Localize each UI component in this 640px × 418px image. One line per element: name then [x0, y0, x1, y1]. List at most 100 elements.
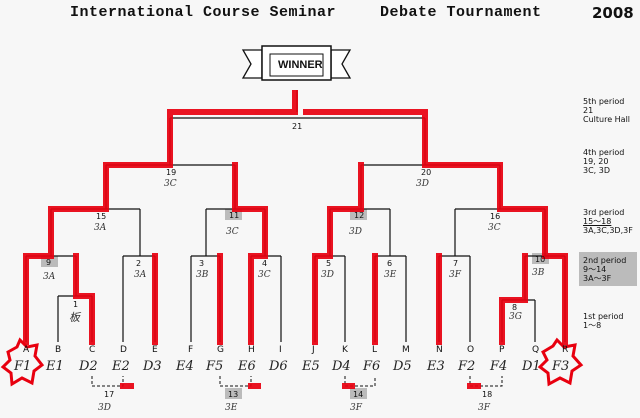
- slot-letter-r: R: [562, 345, 569, 355]
- slot-letter-q: Q: [532, 345, 540, 355]
- slot-letter-a: A: [23, 345, 30, 355]
- match-number-21: 21: [292, 122, 303, 131]
- slot-letter-l: L: [372, 345, 378, 355]
- match-number-11: 11: [229, 211, 240, 220]
- team-slot-r: F3: [552, 359, 570, 374]
- team-slot-c: D2: [79, 359, 98, 374]
- shade-m12: [350, 209, 367, 220]
- slot-letter-g: G: [217, 345, 224, 355]
- slot-letter-i: I: [279, 345, 282, 355]
- note-m14: 3F: [350, 403, 362, 413]
- period-5th-name: 5th period: [583, 97, 625, 106]
- team-slot-d: E2: [112, 359, 130, 374]
- slot-letter-b: B: [55, 345, 62, 355]
- slot-letter-m: M: [402, 345, 410, 355]
- match-number-18: 18: [482, 390, 493, 399]
- period-2nd-name: 2nd period: [583, 256, 627, 265]
- period-4th-rooms: 3C, 3D: [583, 166, 611, 175]
- note-m10: 3B: [532, 268, 545, 278]
- note-m6: 3E: [384, 270, 397, 280]
- period-4th: 4th period 19, 20 3C, 3D: [583, 148, 624, 175]
- match-number-4: 4: [262, 259, 268, 268]
- slot-letter-p: P: [499, 345, 505, 355]
- note-m4: 3C: [258, 270, 271, 280]
- slot-letter-d: D: [120, 345, 127, 355]
- team-slot-f: E4: [176, 359, 194, 374]
- seminar-title: International Course Seminar: [70, 4, 337, 21]
- match-number-2: 2: [136, 259, 142, 268]
- note-m9: 3A: [43, 272, 56, 282]
- note-m16: 3C: [488, 223, 501, 233]
- team-slot-a: F1: [14, 359, 32, 374]
- match-number-3: 3: [199, 259, 205, 268]
- note-m17: 3D: [98, 403, 111, 413]
- shade-m13: [225, 388, 242, 399]
- period-2nd: 2nd period 9～14 3A～3F: [583, 256, 626, 283]
- note-m13: 3E: [225, 403, 238, 413]
- period-3rd-matches: 15～18: [583, 217, 612, 226]
- match-number-7: 7: [453, 259, 459, 268]
- slot-letter-h: H: [248, 345, 255, 355]
- period-3rd: 3rd period 15～18 3A,3C,3D,3F: [583, 208, 633, 235]
- match-number-9: 9: [46, 258, 52, 267]
- year-label: 2008: [592, 4, 634, 22]
- period-2nd-rooms: 3A～3F: [583, 274, 612, 283]
- period-5th-venue: Culture Hall: [583, 115, 631, 124]
- shade-2nd-period: [579, 252, 637, 286]
- slot-letter-k: K: [342, 345, 348, 355]
- note-m11: 3C: [226, 227, 239, 237]
- team-slot-o: F2: [458, 359, 476, 374]
- team-slot-p: F4: [490, 359, 508, 374]
- period-4th-name: 4th period: [583, 148, 625, 157]
- period-1st: 1st period 1～8: [583, 312, 623, 330]
- shade-m9: [41, 256, 58, 267]
- slot-letter-f: F: [188, 345, 194, 355]
- shade-m14: [350, 388, 367, 399]
- team-slot-e: D3: [143, 359, 162, 374]
- team-slot-q: D1: [522, 359, 541, 374]
- match-number-10: 10: [535, 255, 546, 264]
- match-number-8: 8: [512, 303, 518, 312]
- team-slot-k: D4: [332, 359, 351, 374]
- note-m8: 3G: [509, 312, 522, 322]
- team-slot-n: E3: [427, 359, 445, 374]
- winner-ribbon: [241, 45, 352, 81]
- note-m18: 3F: [478, 403, 490, 413]
- period-3rd-rooms: 3A,3C,3D,3F: [583, 226, 633, 235]
- shade-m10: [532, 253, 549, 264]
- period-3rd-name: 3rd period: [583, 208, 625, 217]
- match-number-12: 12: [354, 211, 365, 220]
- note-m15: 3A: [94, 223, 107, 233]
- match-number-17: 17: [104, 390, 115, 399]
- team-slot-m: D5: [393, 359, 412, 374]
- note-m5: 3D: [321, 270, 334, 280]
- note-m2: 3A: [134, 270, 147, 280]
- event-title: Debate Tournament: [380, 4, 542, 21]
- team-slot-l: F6: [363, 359, 381, 374]
- match-number-14: 14: [353, 390, 364, 399]
- match-number-5: 5: [326, 259, 332, 268]
- note-m12: 3D: [349, 227, 362, 237]
- shade-m11: [225, 209, 242, 220]
- note-m7: 3F: [449, 270, 461, 280]
- match-number-20: 20: [421, 168, 432, 177]
- team-slot-i: D6: [269, 359, 288, 374]
- team-slot-h: E6: [238, 359, 256, 374]
- slot-letter-e: E: [152, 345, 158, 355]
- period-5th: 5th period 21 Culture Hall: [583, 97, 630, 124]
- slot-letter-j: J: [312, 345, 315, 355]
- winner-label: WINNER: [278, 59, 323, 71]
- note-m3: 3B: [196, 270, 209, 280]
- note-m1: 板: [69, 311, 80, 324]
- period-4th-matches: 19, 20: [583, 157, 609, 166]
- team-slot-b: E1: [46, 359, 64, 374]
- match-number-19: 19: [166, 168, 177, 177]
- slot-letter-c: C: [89, 345, 96, 355]
- match-number-16: 16: [490, 212, 501, 221]
- note-m19: 3C: [164, 179, 177, 189]
- match-number-15: 15: [96, 212, 107, 221]
- team-slot-g: F5: [206, 359, 224, 374]
- period-2nd-matches: 9～14: [583, 265, 607, 274]
- match-number-13: 13: [228, 390, 239, 399]
